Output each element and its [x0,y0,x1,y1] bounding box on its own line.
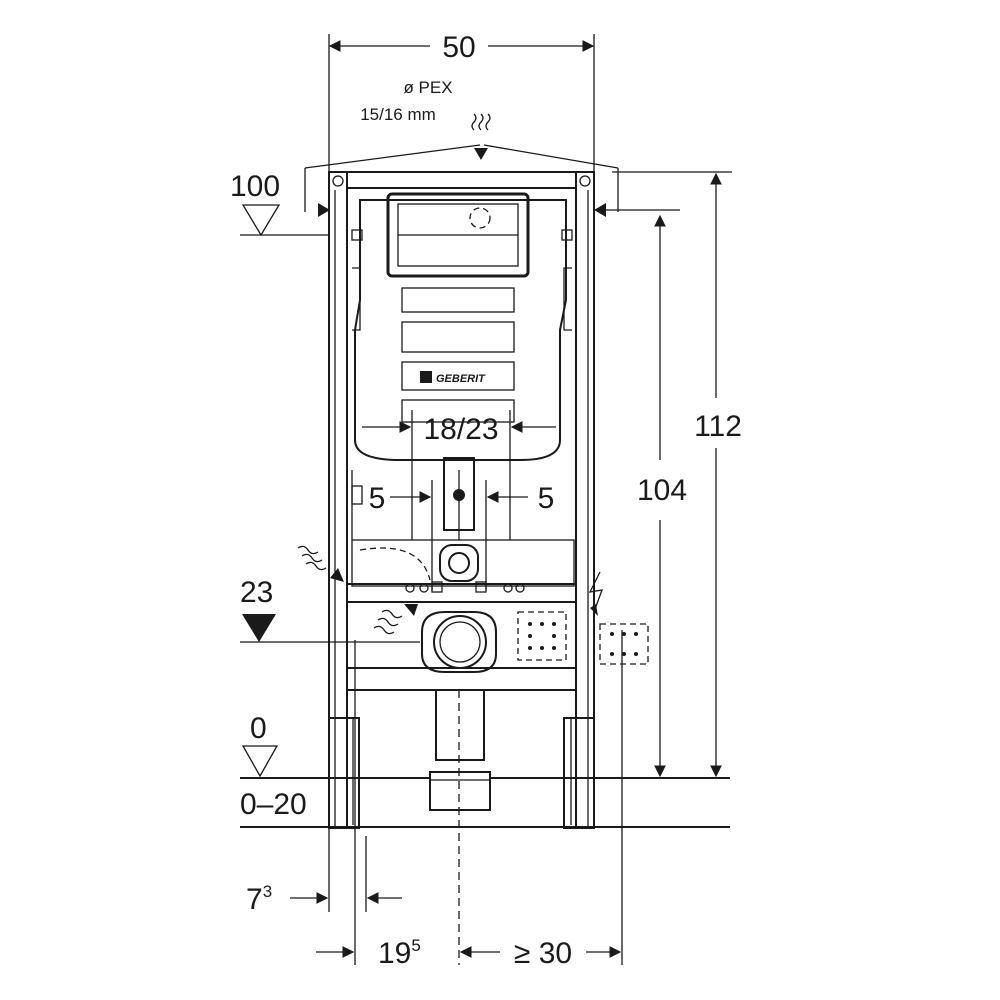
offset-right-label: 5 [538,482,555,515]
width-label: 50 [442,31,475,64]
frame-depth-base: 19 [378,937,411,970]
wc-outlet [421,611,497,811]
wall-gap-base: 7 [246,883,263,916]
water-supply-icon [471,113,491,160]
brand-logo: GEBERIT [436,373,486,385]
height-overall-label: 112 [694,410,742,443]
level-supply-marker: 23 [240,576,420,643]
height-overall-dimension: 112 [612,171,742,778]
offset-left-label: 5 [369,482,386,515]
offset-dimensions: 5 5 [369,480,555,590]
height-flange-dimension: 104 [637,214,687,778]
pex-label-line2: 15/16 mm [360,105,436,124]
level-top-label: 100 [230,170,280,203]
side-clearance-label: ≥ 30 [514,937,572,970]
water-inlet-upper-icon [297,545,344,582]
level-floor-label: 0 [250,712,267,745]
frame-depth-exp: 5 [411,936,420,955]
flush-pipe [351,457,575,593]
pex-callout: ø PEX 15/16 mm [304,78,619,212]
floor-range-label: 0–20 [240,788,307,821]
level-marker-icon [241,745,279,778]
bottom-dimensions: 73 195 ≥ 30 [246,630,623,970]
electrical-box-inner [517,611,567,661]
level-floor-marker: 0 0–20 [240,712,730,828]
level-top-marker: 100 [230,170,680,237]
height-flange-label: 104 [637,474,687,507]
electrical-box-outer [599,623,649,665]
water-inlet-lower-icon [373,604,418,635]
flush-span-label: 18/23 [423,413,498,446]
electrical-supply-icon [588,571,603,616]
pex-label-line1: ø PEX [403,78,452,97]
wall-gap-label: 73 [246,882,272,916]
flush-span-dimension: 18/23 [362,410,556,540]
level-marker-icon [241,204,281,237]
frame-depth-label: 195 [378,936,421,970]
level-supply-label: 23 [240,576,273,609]
width-dimension: 50 [328,31,595,240]
wall-gap-exp: 3 [263,882,272,901]
level-marker-icon [242,614,276,642]
cistern: GEBERIT [351,192,573,461]
